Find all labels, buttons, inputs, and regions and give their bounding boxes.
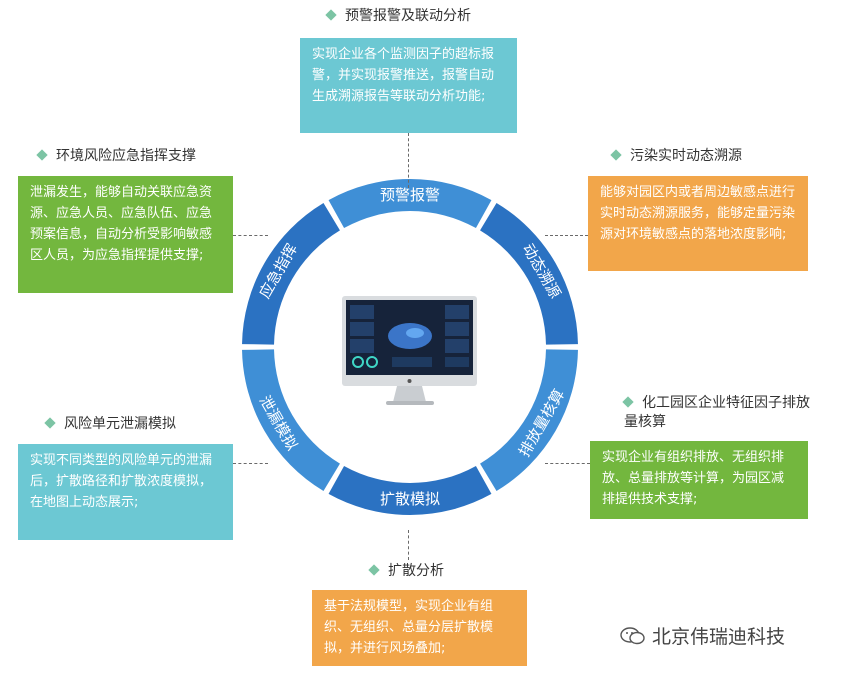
connector-upper-right [545,235,588,236]
heading-lower-left: 风险单元泄漏模拟 [44,414,176,434]
heading-lower-right: 化工园区企业特征因子排放量核算 [622,395,810,430]
panel-upper-right: 能够对园区内或者周边敏感点进行实时动态溯源服务，能够定量污染源对环境敏感点的落地… [588,176,808,271]
panel-upper-left: 泄漏发生，能够自动关联应急资源、应急人员、应急队伍、应急预案信息，自动分析受影响… [18,176,233,293]
heading-top: 预警报警及联动分析 [325,6,471,26]
heading-upper-left: 环境风险应急指挥支撑 [36,146,196,166]
ring-segment-label: 预警报警 [380,186,440,204]
diamond-bullet-icon [610,149,622,161]
connector-upper-left [233,235,268,236]
ring-segment-label: 扩散模拟 [380,490,440,508]
connector-bottom [408,530,409,560]
ring-segment [242,202,340,345]
watermark: 北京伟瑞迪科技 [620,622,785,649]
panel-bottom: 基于法规模型，实现企业有组织、无组织、总量分层扩散模拟，并进行风场叠加; [312,590,527,666]
heading-bottom: 扩散分析 [368,561,444,581]
wechat-icon [620,627,645,645]
panel-lower-left: 实现不同类型的风险单元的泄漏后，扩散路径和扩散浓度模拟，在地图上动态展示; [18,444,233,540]
diamond-bullet-icon [368,564,380,576]
ring-segment [480,349,578,492]
ring-segment [480,202,578,345]
panel-lower-right: 实现企业有组织排放、无组织排放、总量排放等计算，为园区减排提供技术支撑; [590,441,808,519]
diamond-bullet-icon [622,396,634,408]
diamond-bullet-icon [44,417,56,429]
connector-top [408,133,409,188]
diamond-bullet-icon [325,9,337,21]
ring-segment [328,178,492,229]
ring-segment [242,349,340,492]
connector-lower-left [233,463,268,464]
ring-segment [328,465,492,515]
panel-top: 实现企业各个监测因子的超标报警，并实现报警推送，报警自动生成溯源报告等联动分析功… [300,38,517,133]
monitor-icon [342,296,477,405]
heading-upper-right: 污染实时动态溯源 [610,146,742,166]
connector-lower-right [545,463,590,464]
diamond-bullet-icon [36,149,48,161]
